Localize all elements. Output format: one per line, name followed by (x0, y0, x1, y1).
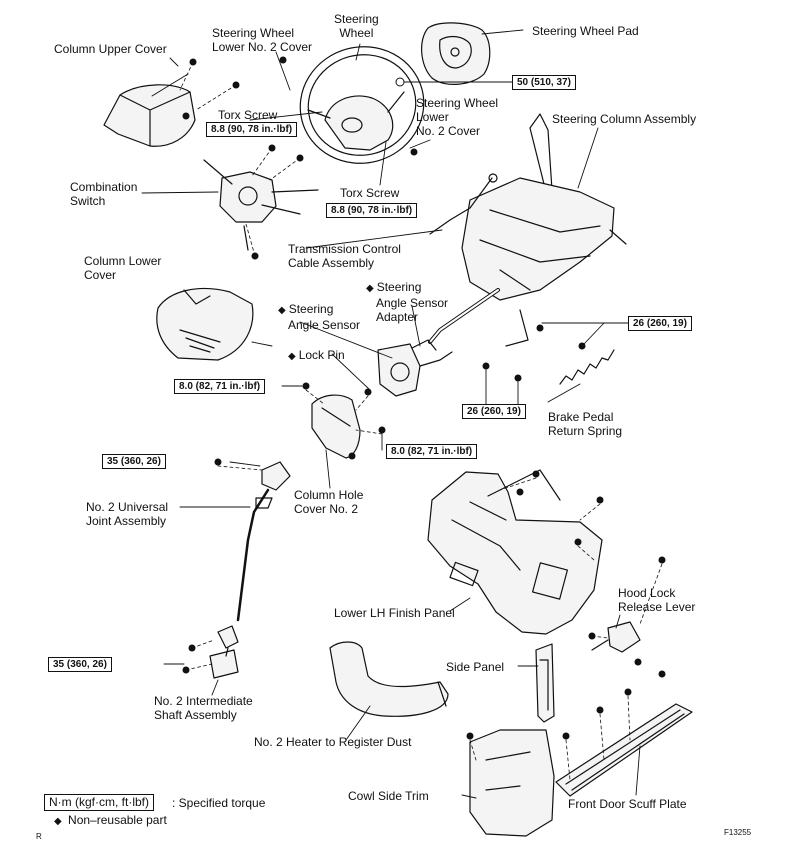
label-no2-intermediate-shaft: No. 2 Intermediate Shaft Assembly (154, 694, 253, 722)
label-lower-lh-finish-panel: Lower LH Finish Panel (334, 606, 455, 620)
label-brake-pedal-return-spring: Brake Pedal Return Spring (548, 410, 622, 438)
scuff-plate-drawing (555, 703, 693, 797)
label-line: Steering (334, 12, 379, 26)
label-line: Column Lower (84, 254, 162, 268)
label-no2-universal-joint: No. 2 Universal Joint Assembly (86, 500, 168, 528)
column-upper-cover-drawing (103, 84, 196, 147)
label-torx-screw-left: Torx Screw (218, 108, 278, 122)
label-column-upper-cover: Column Upper Cover (54, 42, 167, 56)
steering-column-drawing (428, 113, 627, 347)
legend-torque-desc: : Specified torque (172, 796, 266, 810)
non-reusable-mark: ◆ (54, 816, 62, 827)
label-front-door-scuff-plate: Front Door Scuff Plate (568, 797, 687, 811)
label-line: Steering Wheel (212, 26, 295, 40)
torque-column-lower-bolts: 26 (260, 19) (462, 404, 526, 419)
label-line: Cable Assembly (288, 256, 375, 270)
torque-hole-cover-left: 8.0 (82, 71 in.·lbf) (174, 379, 266, 394)
steering-wheel-drawing (299, 46, 425, 164)
label-line: Wheel (339, 26, 374, 40)
label-line: Adapter (376, 310, 419, 324)
label-torx-screw-right: Torx Screw (340, 186, 400, 200)
label-line: Switch (70, 194, 106, 208)
label-line: Steering (376, 280, 422, 294)
label-transmission-cable: Transmission Control Cable Assembly (288, 242, 401, 270)
torque-intermediate-shaft: 35 (360, 26) (48, 657, 112, 672)
torque-universal-joint: 35 (360, 26) (102, 454, 166, 469)
universal-joint-drawing (236, 461, 291, 622)
label-column-hole-cover: Column Hole Cover No. 2 (294, 488, 363, 516)
dashed-guides (179, 61, 663, 781)
steering-angle-sensor-drawing (377, 339, 453, 397)
legend-non-reusable-text: Non–reusable part (68, 813, 167, 827)
combination-switch-drawing (203, 159, 319, 251)
label-line: Transmission Control (288, 242, 401, 256)
column-hole-cover-drawing (311, 394, 361, 459)
fastener-marks (182, 56, 666, 740)
torque-torx-left: 8.8 (90, 78 in.·lbf) (206, 122, 298, 137)
label-line: Steering Wheel (416, 96, 499, 110)
cowl-side-trim-drawing (469, 729, 555, 837)
label-steering-wheel: Steering Wheel (334, 12, 379, 40)
label-angle-sensor-adapter: ◆Steering Angle Sensor Adapter (366, 280, 448, 324)
label-steering-angle-sensor: ◆Steering Angle Sensor (278, 302, 360, 332)
label-line: No. 2 Intermediate (154, 694, 253, 708)
torque-torx-right: 8.8 (90, 78 in.·lbf) (326, 203, 418, 218)
brake-spring-drawing (559, 349, 615, 385)
non-reusable-mark: ◆ (288, 351, 296, 362)
label-line: Column Hole (294, 488, 364, 502)
label-line: Lower (416, 110, 449, 124)
label-line: Shaft Assembly (154, 708, 237, 722)
label-line: No. 2 Cover (416, 124, 481, 138)
label-lower-no2-cover-right: Steering Wheel Lower No. 2 Cover (416, 96, 498, 138)
column-lower-cover-drawing (156, 287, 254, 361)
lower-lh-finish-panel-drawing (427, 469, 603, 635)
label-column-lower-cover: Column Lower Cover (84, 254, 161, 282)
corner-mark: R (36, 832, 42, 841)
label-line: Hood Lock (618, 586, 676, 600)
steering-wheel-pad-drawing (421, 22, 491, 85)
legend-torque-unit: N·m (kgf·cm, ft·lbf) (44, 794, 154, 811)
legend-non-reusable: ◆ Non–reusable part (54, 813, 167, 829)
torque-column-upper-bolts: 26 (260, 19) (628, 316, 692, 331)
label-line: Release Lever (618, 600, 696, 614)
label-heater-register-duct: No. 2 Heater to Register Dust (254, 735, 412, 749)
label-line: Return Spring (548, 424, 623, 438)
hood-lock-lever-drawing (591, 621, 641, 653)
non-reusable-mark: ◆ (366, 283, 374, 294)
leader-lines (141, 29, 641, 799)
figure-id: F13255 (724, 828, 752, 837)
intermediate-shaft-drawing (209, 625, 239, 679)
label-line: Brake Pedal (548, 410, 614, 424)
non-reusable-mark: ◆ (278, 305, 286, 316)
label-steering-wheel-pad: Steering Wheel Pad (532, 24, 639, 38)
label-line: Angle Sensor (288, 318, 361, 332)
torque-wheel-nut: 50 (510, 37) (512, 75, 576, 90)
label-line: Cover No. 2 (294, 502, 359, 516)
heater-duct-drawing (329, 641, 449, 717)
label-line: Lower No. 2 Cover (212, 40, 313, 54)
label-steering-column-assembly: Steering Column Assembly (552, 112, 697, 126)
label-line: Steering (288, 302, 334, 316)
label-hood-lock-release-lever: Hood Lock Release Lever (618, 586, 695, 614)
label-line: No. 2 Universal (86, 500, 169, 514)
transmission-cable-drawing (429, 173, 498, 235)
label-line: Joint Assembly (86, 514, 167, 528)
label-lower-no2-cover-top: Steering Wheel Lower No. 2 Cover (212, 26, 312, 54)
label-line: Lock Pin (298, 348, 345, 362)
label-cowl-side-trim: Cowl Side Trim (348, 789, 429, 803)
label-line: Cover (84, 268, 117, 282)
label-combination-switch: Combination Switch (70, 180, 137, 208)
label-lock-pin: ◆Lock Pin (288, 348, 345, 364)
label-line: Combination (70, 180, 138, 194)
label-side-panel: Side Panel (446, 660, 505, 674)
side-panel-drawing (535, 643, 555, 723)
label-line: Angle Sensor (376, 296, 449, 310)
torque-hole-cover-right: 8.0 (82, 71 in.·lbf) (386, 444, 478, 459)
